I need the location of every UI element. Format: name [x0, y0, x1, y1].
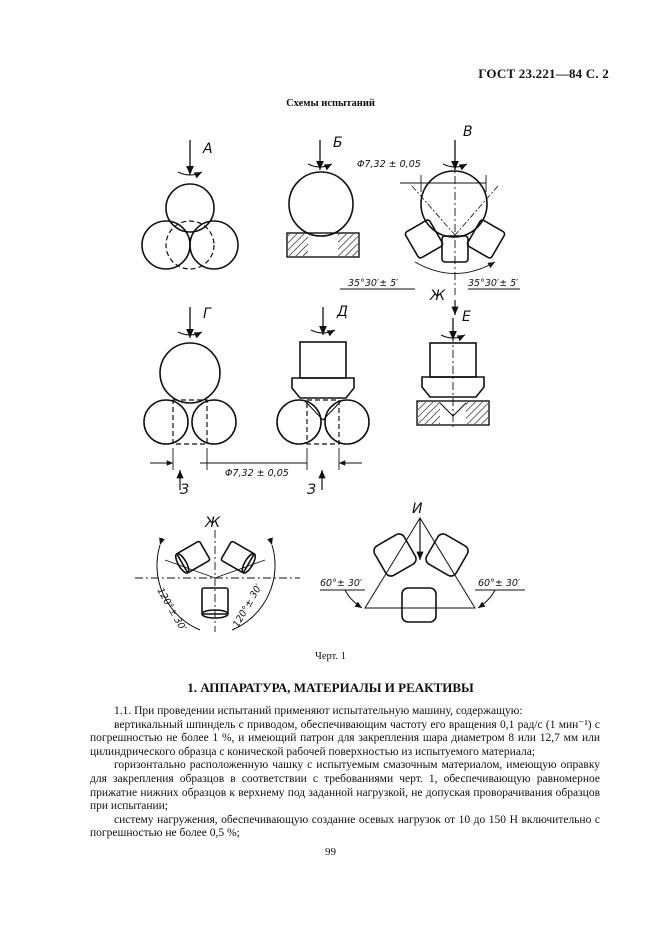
scheme-g [143, 307, 237, 490]
label-e: Е [462, 309, 471, 325]
label-z-left: З [180, 482, 189, 498]
dim-60-left: 60°± 30′ [320, 578, 363, 589]
scheme-b [286, 140, 360, 258]
page-number: 99 [325, 846, 336, 858]
test-schemes-drawing: А Б В Г Д Е Ж З З Ж И Φ7,32 ± 0,05 35°30… [135, 124, 525, 634]
dim-angle-right: 35°30′± 5′ [468, 278, 519, 289]
paragraph-2: вертикальный шпиндель с приводом, обеспе… [90, 718, 600, 758]
label-b: Б [333, 135, 343, 151]
label-i-view: И [412, 501, 423, 517]
scheme-d [200, 307, 370, 490]
paragraph-4: систему нагружения, обеспечивающую созда… [90, 813, 600, 840]
view-i [320, 517, 525, 623]
dim-60-right: 60°± 30′ [478, 578, 521, 589]
section-title: 1. АППАРАТУРА, МАТЕРИАЛЫ И РЕАКТИВЫ [187, 680, 474, 695]
label-v: В [463, 124, 473, 140]
scheme-v [340, 140, 520, 315]
label-z-right: З [307, 482, 316, 498]
label-zh-arrow: Ж [429, 288, 446, 304]
paragraph-3: горизонтально расположенную чашку с испы… [90, 759, 600, 813]
dim-phi-top: Φ7,32 ± 0,05 [357, 159, 421, 170]
paragraph-1: 1.1. При проведении испытаний применяют … [114, 705, 523, 717]
dim-angle-left: 35°30′± 5′ [348, 278, 399, 289]
view-zh [135, 530, 300, 632]
figure-caption: Черт. 1 [315, 651, 346, 662]
scheme-e [416, 318, 490, 430]
label-d: Д [336, 304, 348, 320]
label-g: Г [203, 306, 212, 322]
page-header: ГОСТ 23.221—84 С. 2 [478, 66, 609, 81]
dim-120-left: 120°± 30′ [154, 586, 188, 634]
figure-title: Схемы испытаний [286, 98, 375, 109]
dim-phi-bottom: Φ7,32 ± 0,05 [225, 468, 289, 479]
dim-120-right: 120°± 30′ [231, 582, 265, 630]
scheme-a [141, 140, 239, 270]
label-zh-view: Ж [204, 515, 221, 531]
label-a: А [202, 141, 213, 157]
body-text: 1.1. При проведении испытаний применяют … [90, 705, 600, 841]
